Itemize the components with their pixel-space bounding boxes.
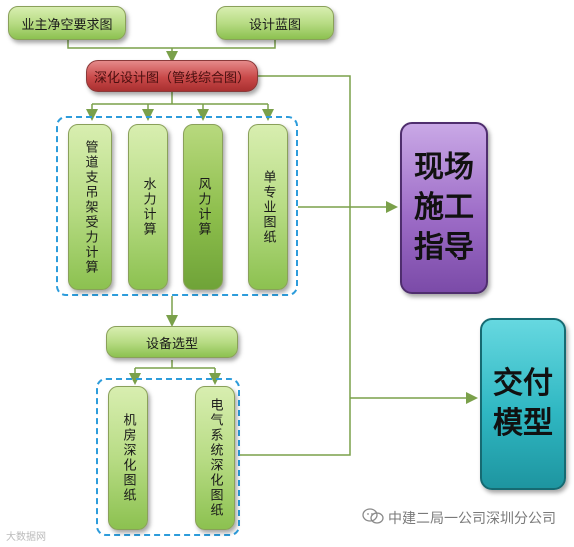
machine-room-label: 机房深化图纸 (120, 413, 136, 503)
calc-group-frame (56, 116, 298, 296)
deliver-model-node: 交付模型 (480, 318, 566, 490)
pipe-support-label: 管道支吊架受力计算 (82, 139, 98, 275)
equipment-select-node: 设备选型 (106, 326, 238, 358)
footer-org: 中建二局一公司深圳分公司 (362, 508, 556, 528)
watermark-label: 大数据网 (6, 532, 46, 543)
site-guide-label: 现场施工指导 (414, 150, 474, 265)
equipment-select-label: 设备选型 (145, 336, 198, 352)
machine-room-node: 机房深化图纸 (108, 386, 148, 530)
deepen-design-node: 深化设计图（管线综合图） (86, 60, 258, 92)
pipe-support-node: 管道支吊架受力计算 (68, 124, 112, 290)
owner-requirement-node: 业主净空要求图 (8, 6, 126, 40)
deepen-design-label: 深化设计图（管线综合图） (93, 70, 250, 86)
deepen-group-frame (96, 378, 240, 536)
design-blueprint-node: 设计蓝图 (216, 6, 334, 40)
site-guide-node: 现场施工指导 (400, 122, 488, 294)
watermark: 大数据网 (6, 528, 46, 543)
hydraulic-label: 水力计算 (140, 177, 156, 237)
deliver-model-label: 交付模型 (493, 366, 553, 441)
footer-org-label: 中建二局一公司深圳分公司 (388, 511, 556, 527)
hydraulic-node: 水力计算 (128, 124, 168, 290)
single-pro-label: 单专业图纸 (260, 169, 276, 245)
design-blueprint-label: 设计蓝图 (248, 17, 301, 33)
electric-system-node: 电气系统深化图纸 (195, 386, 235, 530)
owner-requirement-label: 业主净空要求图 (21, 17, 113, 33)
wechat-icon (362, 508, 384, 528)
electric-system-label: 电气系统深化图纸 (207, 398, 223, 518)
single-pro-node: 单专业图纸 (248, 124, 288, 290)
wind-label: 风力计算 (195, 177, 211, 237)
wind-node: 风力计算 (183, 124, 223, 290)
